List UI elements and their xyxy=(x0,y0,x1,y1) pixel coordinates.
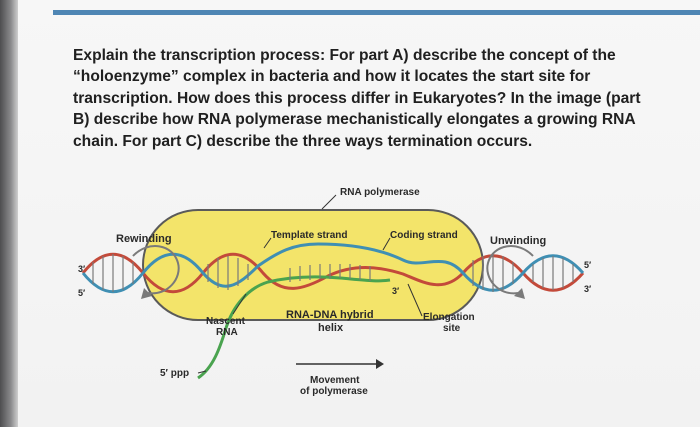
unwinding-arrowhead xyxy=(514,288,525,299)
rewinding-arrow xyxy=(132,245,180,295)
unwinding-label: Unwinding xyxy=(490,235,546,247)
question-text: Explain the transcription process: For p… xyxy=(73,45,683,152)
question-line-4: B) describe how RNA polymerase mechanist… xyxy=(73,111,636,129)
rna-strand xyxy=(197,275,391,380)
transcription-diagram: RNA polymerase Rewinding Unwinding Templ… xyxy=(78,187,591,397)
coding-strand-label: Coding strand xyxy=(390,230,458,241)
textbook-page: Explain the transcription process: For p… xyxy=(18,0,700,427)
question-line-2: “holoenzyme” complex in bacteria and how… xyxy=(73,68,591,86)
template-strand-label: Template strand xyxy=(271,230,348,241)
end-label-rna-3prime: 3′ xyxy=(392,286,399,296)
question-line-3: transcription. How does this process dif… xyxy=(73,89,641,107)
end-label-left-top: 3′ xyxy=(78,264,85,274)
end-label-right-bottom: 3′ xyxy=(584,284,591,294)
movement-label-line-2: of polymerase xyxy=(300,386,368,397)
header-rule xyxy=(53,10,700,15)
rewinding-label: Rewinding xyxy=(116,233,172,245)
rna-polymerase-label: RNA polymerase xyxy=(340,187,420,198)
page-edge-shadow xyxy=(0,0,18,427)
base-pair-rungs xyxy=(92,254,574,292)
question-line-1: Explain the transcription process: For p… xyxy=(73,47,616,64)
movement-label-line-1: Movement xyxy=(310,375,360,386)
unwinding-arrow xyxy=(486,245,534,295)
movement-arrowhead xyxy=(376,359,384,369)
five-prime-ppp-label: 5′ ppp xyxy=(160,368,189,379)
leader-lines xyxy=(197,194,423,374)
nascent-rna-label-line-2: RNA xyxy=(216,327,238,338)
elongation-site-label-line-2: site xyxy=(443,323,461,334)
nascent-rna-label-line-1: Nascent xyxy=(206,316,246,327)
rewinding-arrowhead xyxy=(141,288,152,299)
elongation-site-label-line-1: Elongation xyxy=(423,312,475,323)
rna-dna-hybrid-label-line-2: helix xyxy=(318,322,344,334)
transcription-figure: RNA polymerase Rewinding Unwinding Templ… xyxy=(78,178,598,413)
end-label-left-bottom: 5′ xyxy=(78,288,85,298)
coding-strand xyxy=(81,242,585,294)
question-line-5: chain. For part C) describe the three wa… xyxy=(73,132,533,150)
rna-dna-hybrid-label-line-1: RNA-DNA hybrid xyxy=(286,309,374,321)
end-label-right-top: 5′ xyxy=(584,260,591,270)
